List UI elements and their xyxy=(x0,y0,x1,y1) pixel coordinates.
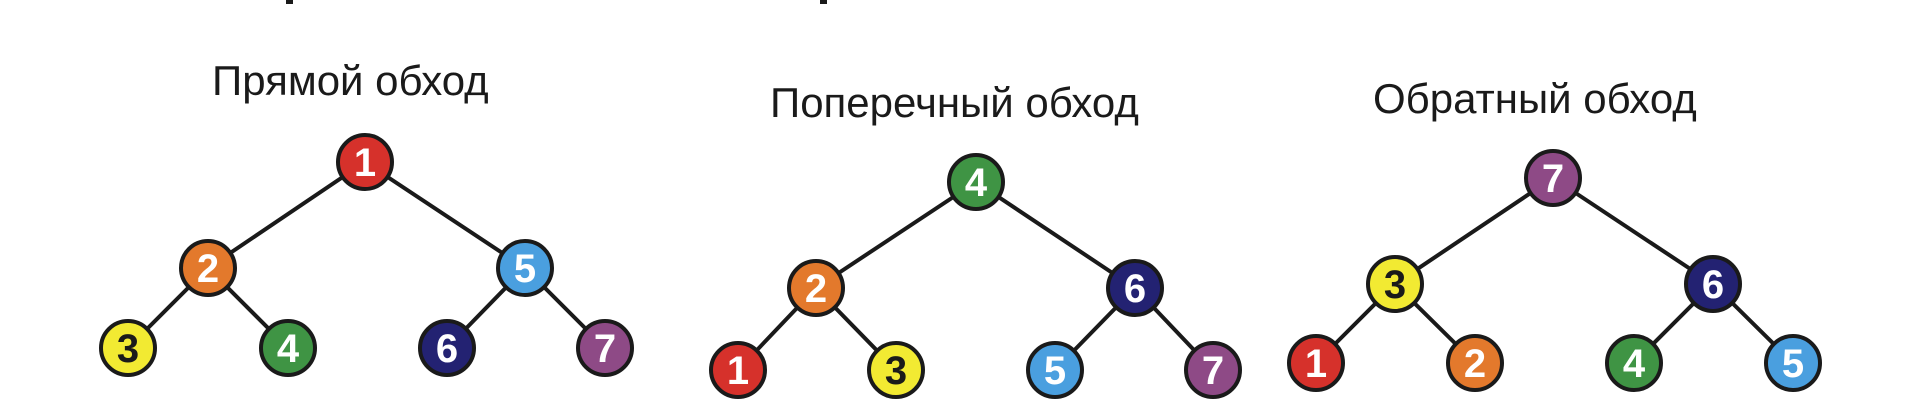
top-crop-fragment-left xyxy=(286,0,293,4)
tree-node: 4 xyxy=(259,319,317,377)
edge-inorder-0-1 xyxy=(814,180,978,290)
node-circle xyxy=(576,319,634,377)
node-label: 1 xyxy=(354,141,376,185)
node-label: 7 xyxy=(594,327,616,371)
node-label: 5 xyxy=(514,247,536,291)
node-circle xyxy=(1184,341,1242,399)
node-label: 1 xyxy=(727,349,749,393)
node-circle xyxy=(1605,334,1663,392)
tree-node: 1 xyxy=(1287,334,1345,392)
node-circle xyxy=(259,319,317,377)
node-label: 7 xyxy=(1542,157,1564,201)
node-label: 7 xyxy=(1202,349,1224,393)
node-label: 2 xyxy=(1464,342,1486,386)
edge-inorder-0-2 xyxy=(974,180,1137,290)
node-label: 5 xyxy=(1044,349,1066,393)
node-circle xyxy=(1026,341,1084,399)
node-label: 4 xyxy=(277,327,300,371)
tree-node: 5 xyxy=(496,239,554,297)
tree-node: 3 xyxy=(99,319,157,377)
node-circle xyxy=(1524,149,1582,207)
tree-postorder: Обратный обход 7 3 6 1 2 4 5 xyxy=(1287,75,1822,392)
node-circle xyxy=(1446,334,1504,392)
node-circle xyxy=(947,153,1005,211)
node-circle xyxy=(1366,255,1424,313)
node-label: 3 xyxy=(1384,263,1406,307)
node-label: 5 xyxy=(1782,342,1804,386)
nodes-inorder: 4 2 6 1 3 5 7 xyxy=(709,153,1242,399)
tree-title-inorder: Поперечный обход xyxy=(770,79,1139,126)
node-label: 1 xyxy=(1305,342,1327,386)
nodes-preorder: 1 2 5 3 4 6 7 xyxy=(99,133,634,377)
node-circle xyxy=(99,319,157,377)
node-circle xyxy=(787,259,845,317)
tree-title-postorder: Обратный обход xyxy=(1373,75,1697,122)
top-crop-fragment-right xyxy=(820,0,827,4)
tree-node: 6 xyxy=(1684,255,1742,313)
tree-node: 2 xyxy=(787,259,845,317)
tree-node: 7 xyxy=(1184,341,1242,399)
tree-node: 3 xyxy=(1366,255,1424,313)
tree-node: 1 xyxy=(336,133,394,191)
tree-preorder: Прямой обход 1 2 5 3 4 6 7 xyxy=(99,57,634,377)
node-circle xyxy=(418,319,476,377)
node-label: 4 xyxy=(1623,342,1646,386)
tree-title-preorder: Прямой обход xyxy=(212,57,489,104)
node-label: 3 xyxy=(885,349,907,393)
node-label: 6 xyxy=(1124,267,1146,311)
node-circle xyxy=(867,341,925,399)
node-label: 2 xyxy=(805,267,827,311)
node-circle xyxy=(1106,259,1164,317)
node-label: 2 xyxy=(197,247,219,291)
tree-node: 4 xyxy=(1605,334,1663,392)
node-circle xyxy=(179,239,237,297)
tree-node: 2 xyxy=(179,239,237,297)
tree-node: 6 xyxy=(418,319,476,377)
tree-node: 7 xyxy=(1524,149,1582,207)
edge-postorder-0-2 xyxy=(1551,176,1715,286)
node-circle xyxy=(1287,334,1345,392)
nodes-postorder: 7 3 6 1 2 4 5 xyxy=(1287,149,1822,392)
edge-preorder-0-1 xyxy=(206,160,367,270)
tree-inorder: Поперечный обход 4 2 6 1 3 5 7 xyxy=(709,79,1242,399)
edge-preorder-0-2 xyxy=(363,160,527,270)
tree-node: 5 xyxy=(1026,341,1084,399)
node-circle xyxy=(496,239,554,297)
tree-node: 4 xyxy=(947,153,1005,211)
edge-postorder-0-1 xyxy=(1393,176,1555,286)
tree-node: 2 xyxy=(1446,334,1504,392)
tree-node: 7 xyxy=(576,319,634,377)
node-label: 3 xyxy=(117,327,139,371)
node-circle xyxy=(1764,334,1822,392)
tree-node: 3 xyxy=(867,341,925,399)
node-label: 6 xyxy=(1702,263,1724,307)
tree-node: 1 xyxy=(709,341,767,399)
node-label: 6 xyxy=(436,327,458,371)
node-label: 4 xyxy=(965,161,988,205)
node-circle xyxy=(1684,255,1742,313)
tree-node: 6 xyxy=(1106,259,1164,317)
tree-node: 5 xyxy=(1764,334,1822,392)
node-circle xyxy=(336,133,394,191)
node-circle xyxy=(709,341,767,399)
